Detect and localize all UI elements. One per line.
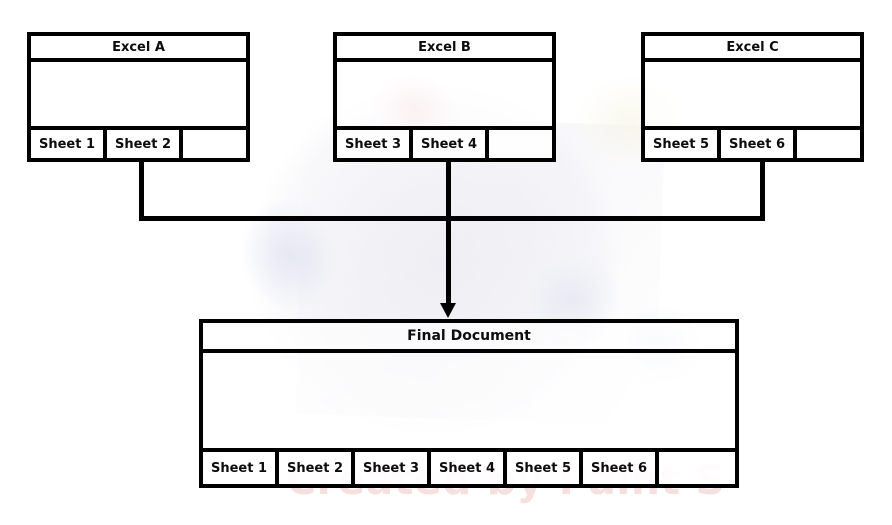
sheet-tab-empty[interactable] bbox=[797, 130, 860, 158]
source-box-excel-c[interactable]: Excel C Sheet 5 Sheet 6 bbox=[641, 32, 864, 162]
connector-horizontal-bus bbox=[139, 216, 765, 221]
source-tabbar-excel-c: Sheet 5 Sheet 6 bbox=[645, 130, 860, 158]
sheet-tab[interactable]: Sheet 6 bbox=[583, 452, 659, 484]
target-box-final-document[interactable]: Final Document Sheet 1 Sheet 2 Sheet 3 S… bbox=[199, 319, 739, 488]
source-title-excel-b: Excel B bbox=[337, 36, 552, 62]
sheet-tab[interactable]: Sheet 5 bbox=[507, 452, 583, 484]
connector-arrow-stem bbox=[446, 216, 451, 306]
sheet-tab[interactable]: Sheet 4 bbox=[431, 452, 507, 484]
sheet-tab-empty[interactable] bbox=[659, 452, 735, 484]
sheet-tab[interactable]: Sheet 3 bbox=[355, 452, 431, 484]
sheet-tab-empty[interactable] bbox=[183, 130, 246, 158]
connector-drop-excel-a bbox=[139, 161, 144, 221]
source-title-excel-c: Excel C bbox=[645, 36, 860, 62]
sheet-tab[interactable]: Sheet 1 bbox=[31, 130, 107, 158]
sheet-tab[interactable]: Sheet 4 bbox=[413, 130, 489, 158]
target-tabbar-final-document: Sheet 1 Sheet 2 Sheet 3 Sheet 4 Sheet 5 … bbox=[203, 452, 735, 484]
connector-drop-excel-b bbox=[446, 161, 451, 221]
target-title-final-document: Final Document bbox=[203, 323, 735, 353]
connector-drop-excel-c bbox=[760, 161, 765, 221]
sheet-tab-empty[interactable] bbox=[489, 130, 552, 158]
sheet-tab[interactable]: Sheet 1 bbox=[203, 452, 279, 484]
source-body-excel-c bbox=[645, 62, 860, 130]
sheet-tab[interactable]: Sheet 3 bbox=[337, 130, 413, 158]
source-body-excel-b bbox=[337, 62, 552, 130]
sheet-tab[interactable]: Sheet 5 bbox=[645, 130, 721, 158]
sheet-tab[interactable]: Sheet 2 bbox=[279, 452, 355, 484]
sheet-tab[interactable]: Sheet 2 bbox=[107, 130, 183, 158]
target-body-final-document bbox=[203, 353, 735, 452]
source-tabbar-excel-a: Sheet 1 Sheet 2 bbox=[31, 130, 246, 158]
sheet-tab[interactable]: Sheet 6 bbox=[721, 130, 797, 158]
arrow-down-icon bbox=[440, 303, 456, 318]
source-tabbar-excel-b: Sheet 3 Sheet 4 bbox=[337, 130, 552, 158]
source-box-excel-b[interactable]: Excel B Sheet 3 Sheet 4 bbox=[333, 32, 556, 162]
source-body-excel-a bbox=[31, 62, 246, 130]
source-title-excel-a: Excel A bbox=[31, 36, 246, 62]
source-box-excel-a[interactable]: Excel A Sheet 1 Sheet 2 bbox=[27, 32, 250, 162]
